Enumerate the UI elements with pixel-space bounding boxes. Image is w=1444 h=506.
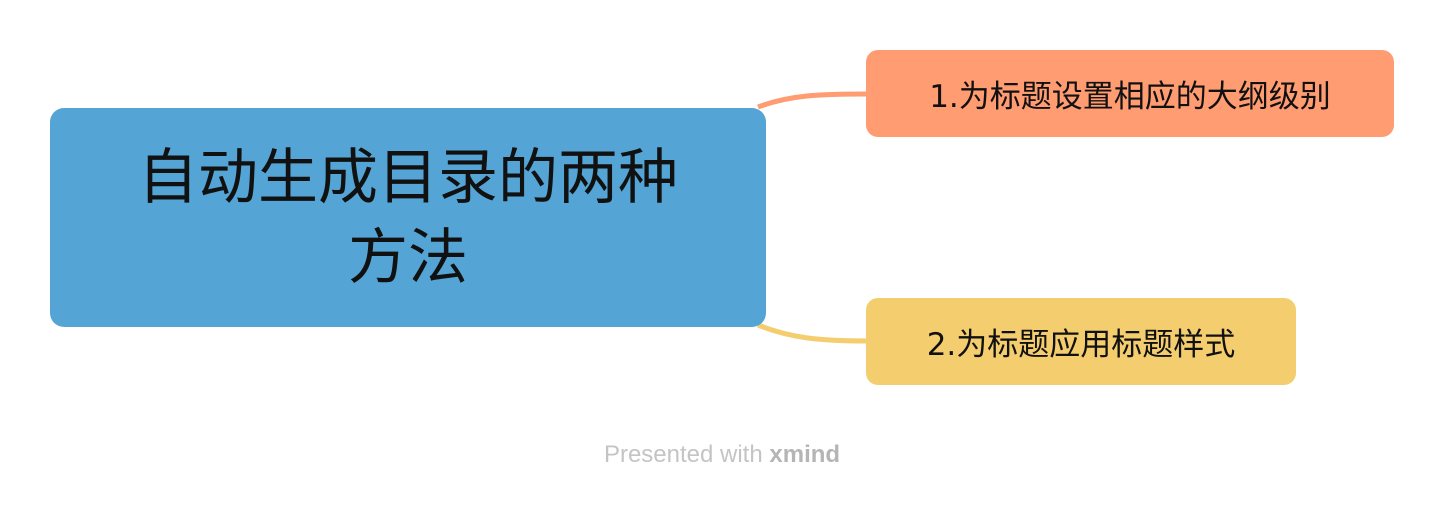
footer-watermark: Presented with xmind — [0, 441, 1444, 469]
xmind-logo-text: xmind — [769, 441, 841, 468]
subtopic-1-label: 1.为标题设置相应的大纲级别 — [929, 79, 1331, 115]
subtopic-2[interactable]: 2.为标题应用标题样式 — [866, 298, 1296, 385]
connector-subtopic-2 — [757, 322, 869, 344]
footer-prefix: Presented with — [603, 441, 763, 468]
subtopic-1[interactable]: 1.为标题设置相应的大纲级别 — [866, 50, 1394, 137]
central-topic-label: 自动生成目录的两种方法 — [138, 142, 678, 293]
connector-subtopic-1 — [757, 91, 869, 110]
central-topic[interactable]: 自动生成目录的两种方法 — [50, 108, 766, 327]
subtopic-2-label: 2.为标题应用标题样式 — [926, 327, 1236, 363]
